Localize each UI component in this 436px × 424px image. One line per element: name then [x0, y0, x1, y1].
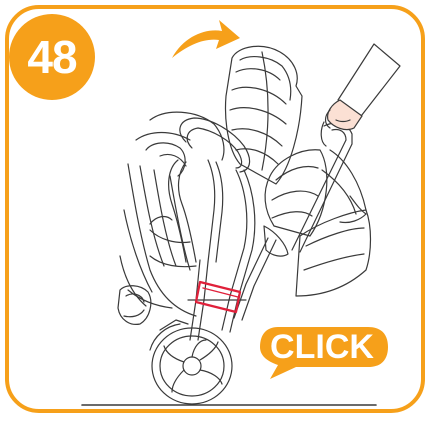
canopy — [226, 46, 302, 184]
shopping-basket — [296, 150, 371, 296]
hood-panel — [265, 150, 327, 236]
front-wheel — [118, 286, 151, 325]
hand-icon — [326, 44, 401, 130]
step-number-badge: 48 — [9, 14, 95, 100]
click-label: CLICK — [258, 321, 386, 373]
curved-arrow-icon — [172, 20, 240, 58]
handlebar-frame — [150, 118, 250, 262]
chassis-tubes — [188, 122, 352, 340]
